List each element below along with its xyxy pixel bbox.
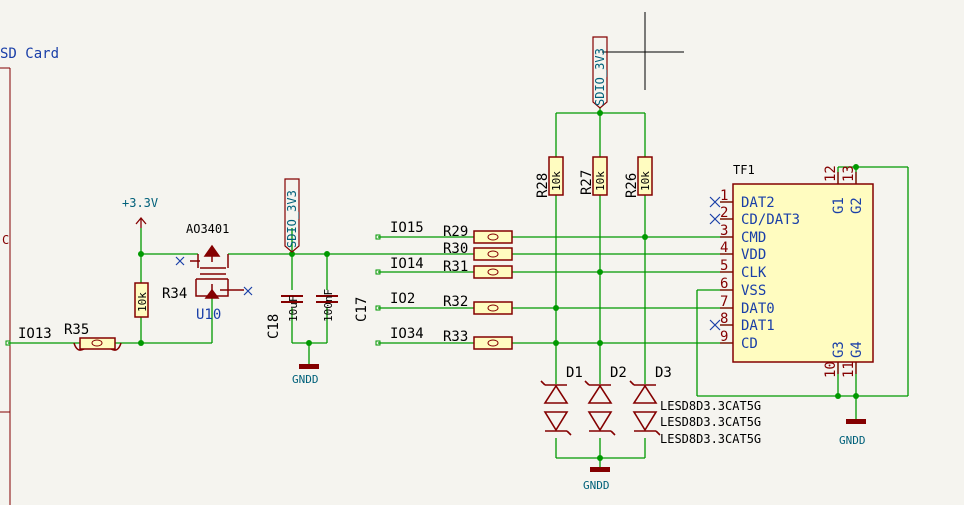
d2-value: LESD8D3.3CAT5G <box>660 415 761 429</box>
sheet-border <box>0 67 11 505</box>
tf1-g3: G3 <box>831 341 847 358</box>
tf1-pin2-name: CD/DAT3 <box>741 212 800 228</box>
tf1-pin3-name: CMD <box>741 230 766 246</box>
resistor-r33[interactable]: R33 <box>443 329 513 350</box>
d3-ref: D3 <box>655 365 672 381</box>
resistor-r26[interactable]: 10k R26 <box>624 156 653 198</box>
gndd-symbol-diodes[interactable]: GNDD <box>583 467 610 492</box>
tf1-pin6-num: 6 <box>720 276 728 292</box>
connector-tf1[interactable]: TF1 DAT2 CD/DAT3 CMD VDD CLK VSS DAT0 DA… <box>720 163 874 378</box>
tf1-pin4-name: VDD <box>741 247 766 263</box>
capacitor-c17[interactable]: 100nF C17 <box>316 289 370 322</box>
diode-d1[interactable] <box>540 380 572 436</box>
tf1-pin1-name: DAT2 <box>741 195 775 211</box>
d1-ref: D1 <box>566 365 583 381</box>
tf1-pin8-name: DAT1 <box>741 318 775 334</box>
tf1-pin-names: DAT2 CD/DAT3 CMD VDD CLK VSS DAT0 DAT1 C… <box>741 195 800 352</box>
r35-ref: R35 <box>64 322 89 338</box>
resistor-r30[interactable]: R30 <box>443 241 513 261</box>
tf1-pin7-name: DAT0 <box>741 301 775 317</box>
capacitor-c18[interactable]: 10uF C18 <box>266 295 303 340</box>
d1-value: LESD8D3.3CAT5G <box>660 399 761 413</box>
tf1-g2: G2 <box>849 197 865 214</box>
tf1-pin2-num: 2 <box>720 205 728 221</box>
sheet-edge-ref: C <box>2 233 9 247</box>
resistor-r35[interactable]: R35 <box>64 322 122 351</box>
c18-ref: C18 <box>266 314 282 339</box>
junctions <box>138 110 859 461</box>
r32-ref: R32 <box>443 294 468 310</box>
tf1-pin6-name: VSS <box>741 283 766 299</box>
resistor-r27[interactable]: 10k R27 <box>579 156 608 196</box>
r27-ref: R27 <box>579 170 595 195</box>
cursor-crosshair <box>602 12 684 90</box>
wire-ends <box>5 234 381 346</box>
resistor-r31[interactable]: R31 <box>443 259 513 279</box>
c17-ref: C17 <box>354 297 370 322</box>
sdio-flag-top-label: SDIO_3V3 <box>593 48 607 106</box>
sdio-flag-left[interactable]: SDIO_3V3 <box>284 178 300 253</box>
r31-ref: R31 <box>443 259 468 275</box>
resistor-r28[interactable]: 10k R28 <box>535 156 564 198</box>
no-connect-marks <box>175 196 721 331</box>
net-label-io34[interactable]: IO34 <box>390 326 424 342</box>
sdio-flag-top[interactable]: SDIO_3V3 <box>592 36 608 109</box>
tf1-num13: 13 <box>841 165 857 182</box>
sheet-title: SD Card <box>0 46 59 62</box>
tf1-pin9-name: CD <box>741 336 758 352</box>
gndd-symbol-connector[interactable]: GNDD <box>839 419 866 447</box>
tf1-pin8-num: 8 <box>720 311 728 327</box>
r34-value: 10k <box>136 292 149 312</box>
net-label-io15[interactable]: IO15 <box>390 220 424 236</box>
gndd-label-connector: GNDD <box>839 434 866 447</box>
d2-ref: D2 <box>610 365 627 381</box>
d3-value: LESD8D3.3CAT5G <box>660 432 761 446</box>
c18-value: 10uF <box>287 296 300 323</box>
resistor-r34[interactable]: 10k R34 <box>134 282 187 318</box>
power-3v3-label: +3.3V <box>122 196 158 210</box>
r30-ref: R30 <box>443 241 468 257</box>
r29-ref: R29 <box>443 224 468 240</box>
tf1-num11: 11 <box>841 361 857 378</box>
tf1-ref: TF1 <box>733 163 755 177</box>
tf1-pin1-num: 1 <box>720 188 728 204</box>
r28-value: 10k <box>550 171 563 191</box>
tf1-pin5-name: CLK <box>741 265 767 281</box>
r34-ref: R34 <box>162 286 187 302</box>
tf1-pin7-num: 7 <box>720 294 728 310</box>
resistor-r29[interactable]: R29 <box>443 224 513 244</box>
wires <box>8 108 909 468</box>
tf1-pin5-num: 5 <box>720 258 728 274</box>
tf1-pin-stubs <box>720 172 857 374</box>
r27-value: 10k <box>594 171 607 191</box>
sdio-flag-left-label: SDIO_3V3 <box>285 190 299 248</box>
tf1-pin-numbers: 1 2 3 4 5 6 7 8 9 <box>720 188 728 345</box>
tf1-g4: G4 <box>849 341 865 358</box>
gndd-symbol-caps[interactable]: GNDD <box>292 364 319 386</box>
diode-d2[interactable] <box>584 380 616 436</box>
net-label-io2[interactable]: IO2 <box>390 291 415 307</box>
net-label-io14[interactable]: IO14 <box>390 256 424 272</box>
tf1-num12: 12 <box>823 165 839 182</box>
diode-d3[interactable] <box>629 380 661 436</box>
tf1-pin9-num: 9 <box>720 329 728 345</box>
mosfet-u10[interactable] <box>190 244 244 299</box>
r28-ref: R28 <box>535 173 551 198</box>
tf1-pin3-num: 3 <box>720 223 728 239</box>
mosfet-part: AO3401 <box>186 222 229 236</box>
mosfet-ref: U10 <box>196 307 221 323</box>
tf1-pin4-num: 4 <box>720 240 728 256</box>
c17-value: 100nF <box>322 289 335 322</box>
net-label-io13[interactable]: IO13 <box>18 326 52 342</box>
resistor-r32[interactable]: R32 <box>443 294 513 315</box>
power-3v3-symbol[interactable]: +3.3V <box>122 196 158 228</box>
r26-ref: R26 <box>624 173 640 198</box>
tf1-num10: 10 <box>823 361 839 378</box>
r33-ref: R33 <box>443 329 468 345</box>
gndd-label-caps: GNDD <box>292 373 319 386</box>
tf1-g1: G1 <box>831 197 847 214</box>
gndd-label-diodes: GNDD <box>583 479 610 492</box>
r26-value: 10k <box>639 171 652 191</box>
